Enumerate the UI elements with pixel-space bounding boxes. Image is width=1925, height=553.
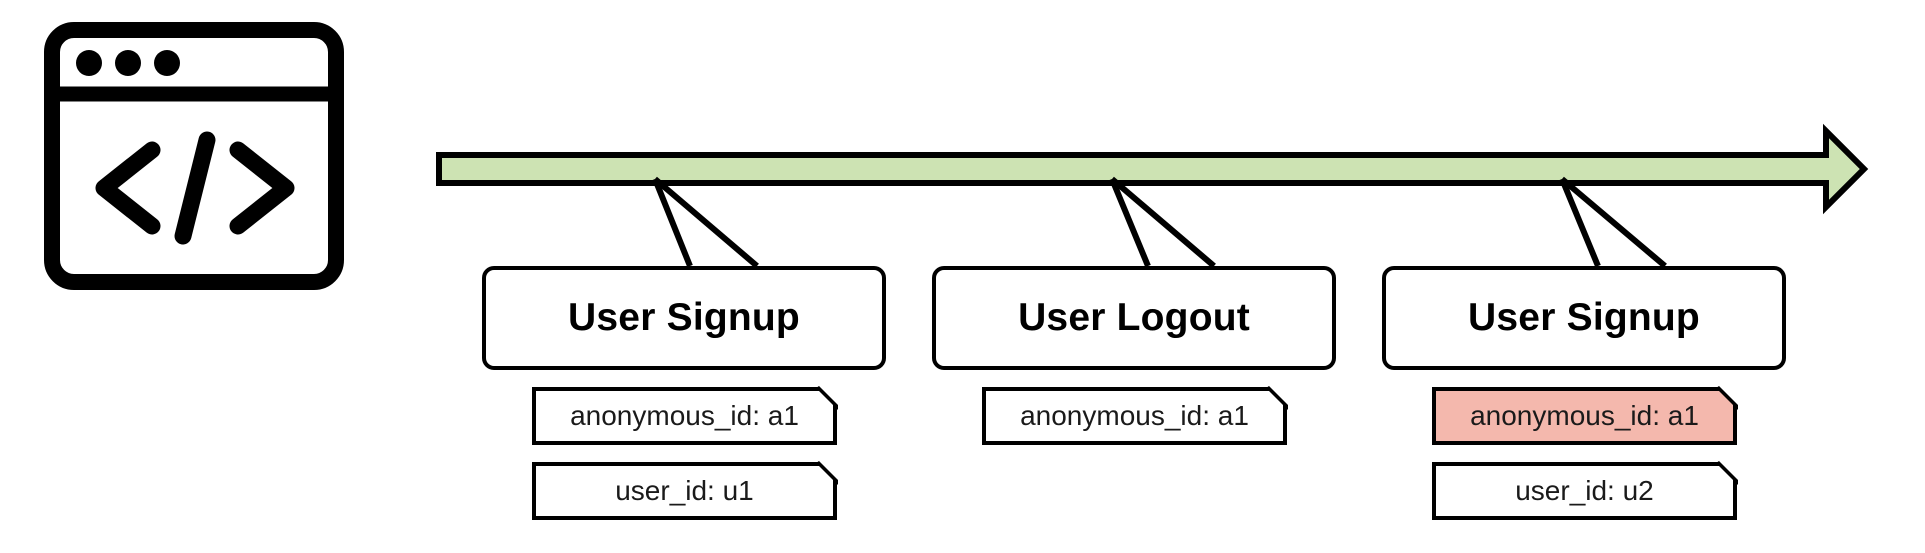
callout-leader-3a: [1559, 177, 1601, 268]
note-body: user_id: u1: [532, 462, 837, 520]
event-property-note-3-1[interactable]: anonymous_id: a1: [1432, 386, 1738, 445]
note-body: anonymous_id: a1: [982, 387, 1287, 445]
callout-leader-2b: [1110, 176, 1216, 269]
event-title-box-1[interactable]: User Signup: [482, 266, 886, 370]
note-label: user_id: u2: [1515, 475, 1654, 506]
callout-leader-3b: [1560, 176, 1667, 269]
event-property-note-3-2[interactable]: user_id: u2: [1432, 461, 1738, 520]
event-title-label-1: User Signup: [568, 296, 800, 339]
code-window-icon-svg: [44, 22, 344, 290]
callout-leader-1b: [653, 176, 759, 269]
callout-leader-2a: [1109, 177, 1151, 268]
window-dot-1: [76, 50, 102, 76]
note-label: user_id: u1: [615, 475, 754, 506]
note-body: anonymous_id: a1: [1432, 387, 1737, 445]
event-title-label-2: User Logout: [1018, 296, 1250, 339]
callout-leader-1a: [652, 177, 693, 268]
note-label: anonymous_id: a1: [570, 400, 799, 431]
event-title-box-3[interactable]: User Signup: [1382, 266, 1786, 370]
event-title-label-3: User Signup: [1468, 296, 1700, 339]
event-property-note-1-2[interactable]: user_id: u1: [532, 461, 838, 520]
event-title-box-2[interactable]: User Logout: [932, 266, 1336, 370]
note-body: anonymous_id: a1: [532, 387, 837, 445]
note-label: anonymous_id: a1: [1470, 400, 1699, 431]
code-angle-right-icon: [229, 141, 295, 235]
code-slash-icon: [174, 131, 216, 245]
code-angle-left-icon: [95, 141, 161, 235]
event-property-note-1-1[interactable]: anonymous_id: a1: [532, 386, 838, 445]
window-dot-3: [154, 50, 180, 76]
note-label: anonymous_id: a1: [1020, 400, 1249, 431]
note-body: user_id: u2: [1432, 462, 1737, 520]
event-property-note-2-1[interactable]: anonymous_id: a1: [982, 386, 1288, 445]
code-window-icon: [44, 22, 344, 290]
timeline-arrow: [436, 123, 1869, 215]
window-dot-2: [115, 50, 141, 76]
